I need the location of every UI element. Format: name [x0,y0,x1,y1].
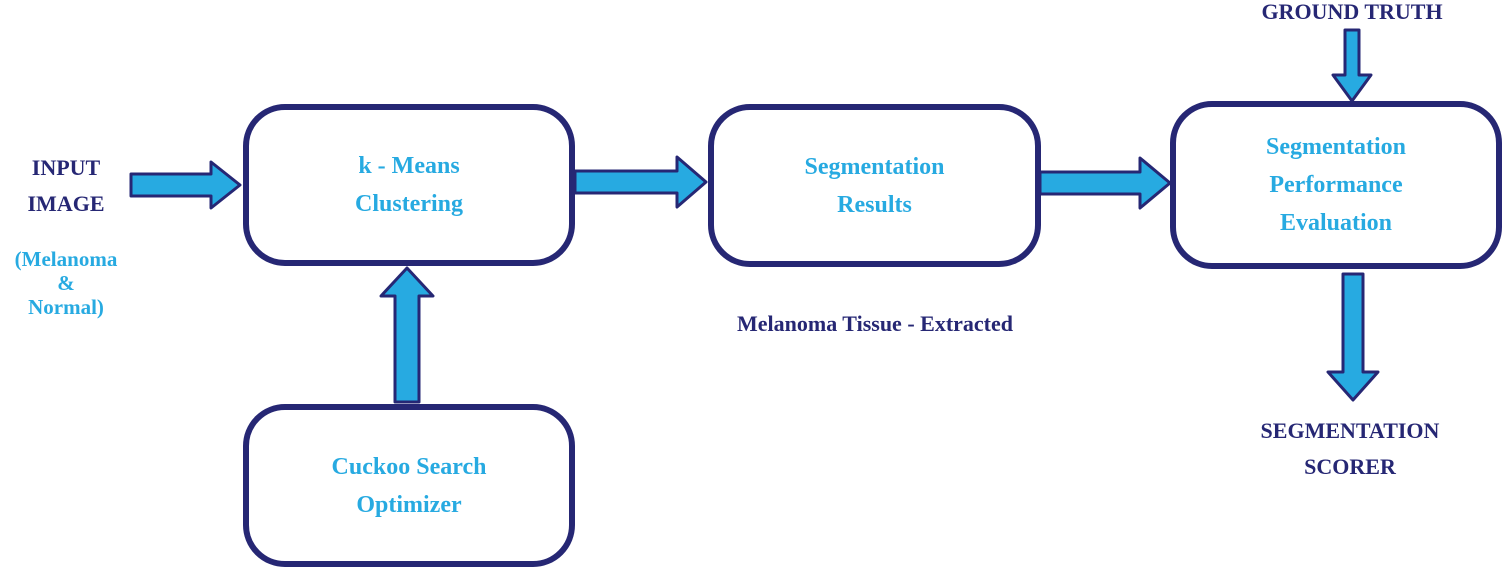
arrow-kmeans-to-results [573,155,708,209]
input-image-label: INPUT IMAGE [0,150,132,222]
extracted-label: Melanoma Tissue - Extracted [737,311,1013,336]
input-note-label: (Melanoma & Normal) [0,247,132,319]
arrow-groundtruth-to-evaluation [1331,28,1373,103]
input-label-line-1: INPUT [31,155,101,180]
segmentation-scorer-label: SEGMENTATION SCORER [1220,413,1480,485]
segresults-line-2: Results [837,191,912,218]
evaluation-line-1: Segmentation [1266,134,1406,160]
scorer-line-1: SEGMENTATION [1260,418,1440,443]
cuckoo-search-box: Cuckoo Search Optimizer [243,404,575,567]
evaluation-line-3: Evaluation [1279,210,1393,236]
input-note-line-3: Normal) [28,295,104,319]
segresults-line-1: Segmentation [804,153,945,180]
input-note-line-1: (Melanoma [14,247,118,271]
ground-truth-label: GROUND TRUTH [1261,0,1443,24]
kmeans-clustering-box: k - Means Clustering [243,104,575,266]
arrow-input-to-kmeans [129,160,242,210]
kmeans-line-1: k - Means [358,153,460,179]
arrow-cuckoo-to-kmeans [379,266,435,404]
cuckoo-line-1: Cuckoo Search [331,453,487,480]
input-note-line-2: & [57,271,75,295]
scorer-line-2: SCORER [1304,454,1396,479]
input-label-line-2: IMAGE [27,191,105,216]
arrow-results-to-evaluation [1038,156,1172,210]
kmeans-line-2: Clustering [355,191,463,217]
evaluation-line-2: Performance [1269,172,1403,198]
cuckoo-line-2: Optimizer [356,491,462,518]
arrow-evaluation-to-scorer [1326,272,1380,402]
performance-evaluation-box: Segmentation Performance Evaluation [1170,101,1502,269]
segmentation-results-box: Segmentation Results [708,104,1041,267]
